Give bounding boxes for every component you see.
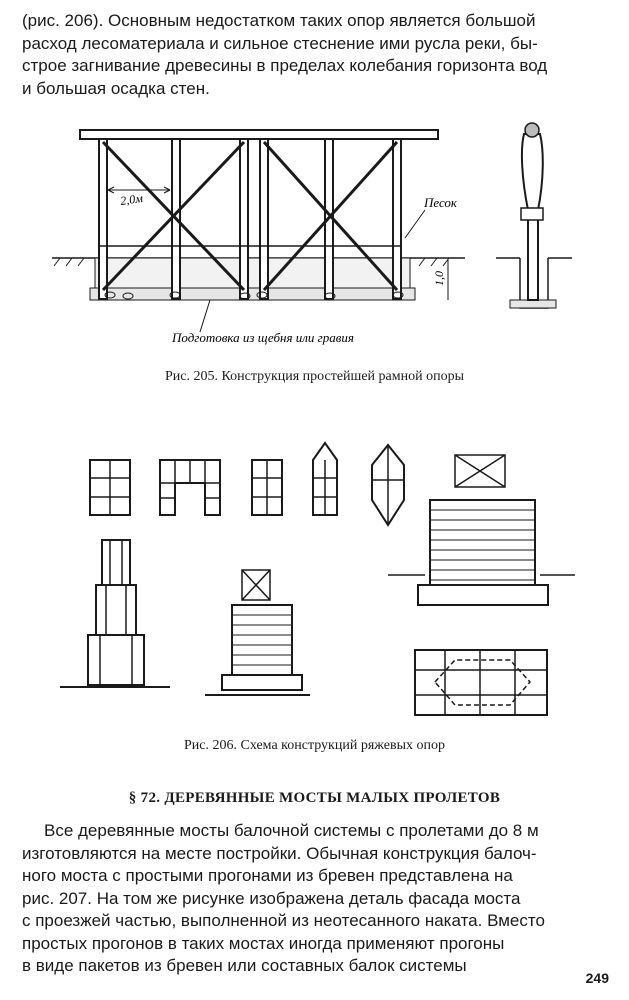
- body-paragraph: Все деревянные мосты балочной системы с …: [22, 820, 610, 978]
- figure-206-caption: Рис. 206. Схема конструкций ряжевых опор: [183, 738, 445, 753]
- text-line: и большая осадка стен.: [22, 78, 210, 98]
- label-spacing: 2,0м: [119, 191, 144, 208]
- text-line: изготовляются на месте постройки. Обычна…: [22, 843, 537, 863]
- text-line: рис. 207. На том же рисунке изображена д…: [22, 888, 521, 908]
- figure-205-caption: Рис. 205. Конструкция простейшей рамной …: [165, 369, 464, 384]
- label-base: Подготовка из щебня или гравия: [171, 330, 354, 345]
- text-line: (рис. 206). Основным недостатком таких о…: [22, 11, 536, 30]
- text-line: в виде пакетов из бревен или составных б…: [22, 956, 467, 975]
- top-paragraph: (рис. 206). Основным недостатком таких о…: [22, 10, 610, 100]
- figure-206-drawing: [60, 441, 575, 716]
- text-line: ного моста с простыми прогонами из бреве…: [22, 866, 513, 885]
- text-line: расход лесоматериала и сильное стеснение…: [22, 33, 538, 53]
- label-depth: 1,0: [432, 271, 446, 286]
- text-line: с проезжей частью, выполненной из неотес…: [22, 911, 545, 930]
- text-line: Все деревянные мосты балочной системы с …: [44, 821, 539, 840]
- text-line: строе загнивание древесины в пределах ко…: [22, 56, 548, 75]
- label-sand: Песок: [423, 195, 458, 210]
- figure-205-drawing: 2,0м Песок 1,0 Подготовка из щебня или г…: [52, 122, 572, 345]
- section-heading: § 72. ДЕРЕВЯННЫЕ МОСТЫ МАЛЫХ ПРОЛЕТОВ: [128, 790, 501, 806]
- page-number: 249: [585, 970, 609, 986]
- text-line: простых прогонов в таких мостах иногда п…: [22, 933, 505, 953]
